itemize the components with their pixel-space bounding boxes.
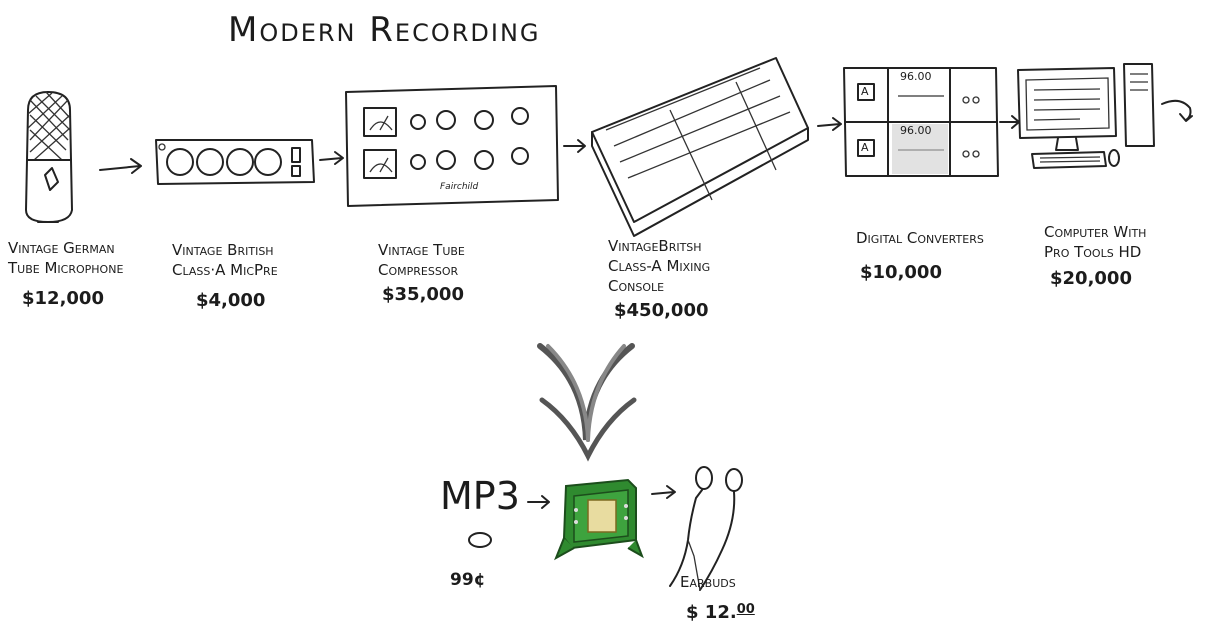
chain-item-label: VintageBritsh Class-A Mixing Console [608, 237, 711, 295]
compressor-brand: Fairchild [440, 182, 479, 192]
chain-item-label: Vintage German Tube Microphone [8, 239, 124, 277]
earbuds-label: Earbuds [680, 573, 736, 591]
mic-preamp-icon [155, 139, 315, 185]
arrow-right-icon [319, 151, 344, 165]
transformer-icon [554, 478, 644, 561]
converter-icon [843, 67, 999, 177]
arrow-right-icon [527, 495, 550, 509]
page-title: Modern Recording [228, 10, 541, 50]
earbuds-price: $ 12.00 [686, 602, 755, 623]
arrow-right-icon [999, 115, 1020, 129]
chain-item-price: $12,000 [22, 288, 104, 309]
microphone-icon [25, 91, 73, 223]
mp3-chip-icon [468, 532, 492, 548]
chain-item-price: $35,000 [382, 284, 464, 305]
compressor-icon [345, 85, 559, 207]
mp3-price: 99¢ [450, 570, 486, 590]
mp3-label: MP3 [440, 474, 520, 518]
arrow-right-icon [817, 117, 842, 131]
chain-item-price: $10,000 [860, 262, 942, 283]
down-arrow-icon [537, 343, 637, 462]
earbuds-price-cents: 00 [736, 602, 755, 617]
converter-badge: A [861, 85, 869, 98]
chain-item-price: $20,000 [1050, 268, 1132, 289]
converter-badge: A [861, 141, 869, 154]
chain-item-price: $450,000 [614, 300, 709, 321]
computer-icon [1017, 63, 1193, 169]
chain-item-label: Vintage British Class·A MicPre [172, 241, 278, 279]
arrow-right-icon [651, 485, 676, 499]
earbuds-icon [669, 466, 743, 591]
arrow-right-icon [563, 139, 586, 153]
chain-item-label: Vintage Tube Compressor [378, 241, 465, 279]
arrow-right-icon [99, 158, 142, 174]
chain-item-price: $4,000 [196, 290, 266, 311]
converter-rate: 96.00 [900, 124, 932, 137]
chain-item-label: Digital Converters [856, 229, 984, 247]
converter-rate: 96.00 [900, 70, 932, 83]
chain-item-label: Computer With Pro Tools HD [1044, 223, 1147, 261]
mixing-console-icon [591, 57, 809, 237]
